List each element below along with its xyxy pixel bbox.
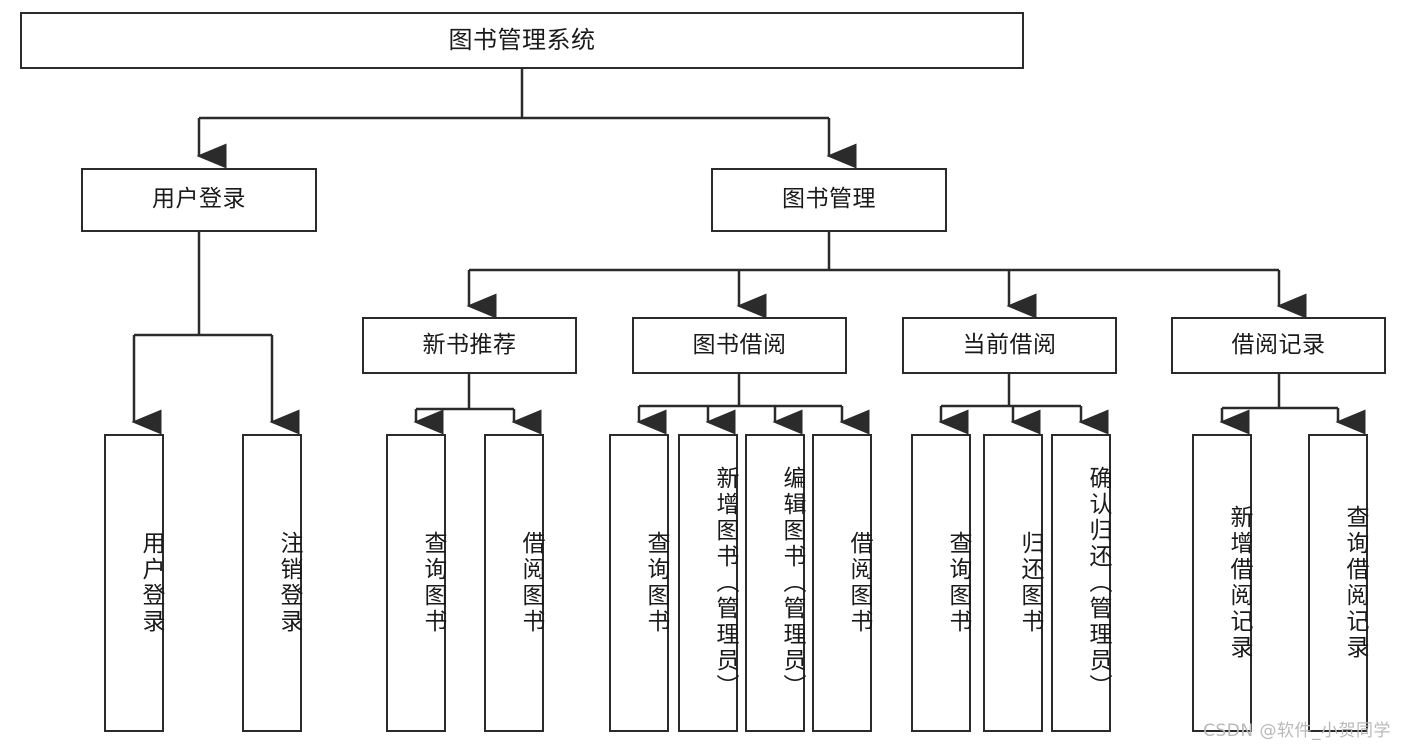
node-leaf-query-book-current[interactable]: 查询图书 xyxy=(911,434,971,732)
node-leaf-return-book[interactable]: 归还图书 xyxy=(983,434,1043,732)
node-book-borrow[interactable]: 图书借阅 xyxy=(632,317,847,374)
node-leaf-borrow-book[interactable]: 借阅图书 xyxy=(812,434,872,732)
node-leaf-add-borrow-record[interactable]: 新增借阅记录 xyxy=(1192,434,1252,732)
csdn-watermark: CSDN @软件_小贺同学 xyxy=(1203,721,1391,741)
node-leaf-query-book-borrow[interactable]: 查询图书 xyxy=(609,434,669,732)
node-leaf-user-login[interactable]: 用户登录 xyxy=(104,434,164,732)
node-root[interactable]: 图书管理系统 xyxy=(20,12,1024,69)
node-new-book-recommend[interactable]: 新书推荐 xyxy=(362,317,577,374)
node-borrow-record[interactable]: 借阅记录 xyxy=(1171,317,1386,374)
node-leaf-confirm-return-admin[interactable]: 确认归还（管理员） xyxy=(1051,434,1111,732)
node-leaf-edit-book-admin[interactable]: 编辑图书（管理员） xyxy=(745,434,805,732)
node-current-borrow[interactable]: 当前借阅 xyxy=(902,317,1117,374)
node-leaf-user-logout[interactable]: 注销登录 xyxy=(242,434,302,732)
node-user-login[interactable]: 用户登录 xyxy=(81,168,317,232)
node-leaf-query-borrow-record[interactable]: 查询借阅记录 xyxy=(1308,434,1368,732)
node-leaf-query-book-recommend[interactable]: 查询图书 xyxy=(386,434,446,732)
node-book-manage[interactable]: 图书管理 xyxy=(711,168,947,232)
node-leaf-borrow-book-recommend[interactable]: 借阅图书 xyxy=(484,434,544,732)
node-leaf-add-book-admin[interactable]: 新增图书（管理员） xyxy=(678,434,738,732)
